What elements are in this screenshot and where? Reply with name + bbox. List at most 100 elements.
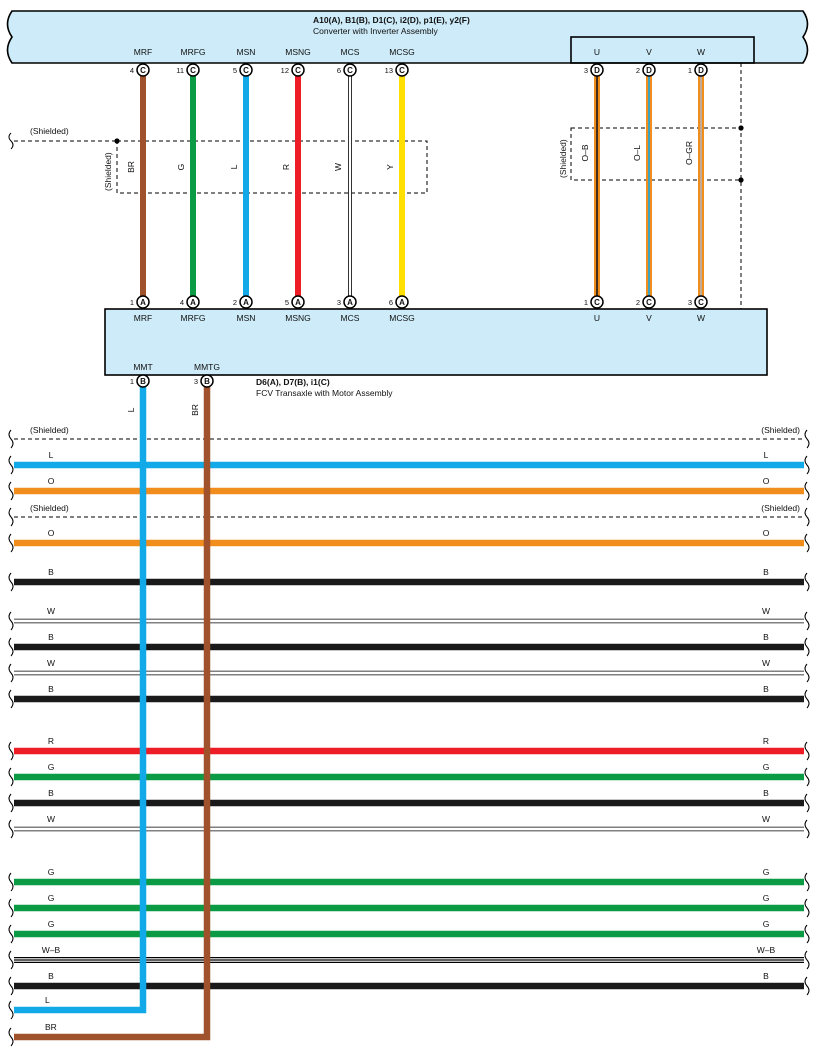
end-wire-label: L <box>45 995 50 1005</box>
bus-left-label: B <box>48 567 54 577</box>
bus-left-label: L <box>49 450 54 460</box>
top-terminal-label: MCS <box>341 47 360 57</box>
bus-left-label: W <box>47 658 55 668</box>
top-pin-circle <box>343 63 357 77</box>
bus-right-label: G <box>763 867 770 877</box>
right-break-icon <box>804 872 810 892</box>
bottom-pin-number: 5 <box>285 298 289 307</box>
upper-shield: (Shielded) (Shielded) <box>8 126 428 194</box>
transaxle-subtitle: FCV Transaxle with Motor Assembly <box>256 388 393 398</box>
left-break-icon <box>8 455 14 475</box>
upper-shield-box-label: (Shielded) <box>103 152 113 191</box>
wire-color-code: BR <box>126 161 136 173</box>
phase-shield-junction-top <box>738 125 744 131</box>
top-terminal-label: W <box>697 47 705 57</box>
converter-assembly: A10(A), B1(B), D1(C), i2(D), p1(E), y2(F… <box>6 10 809 64</box>
transaxle-title: D6(A), D7(B), i1(C) <box>256 377 330 387</box>
left-break-icon <box>8 533 14 553</box>
bus-left-label: B <box>48 684 54 694</box>
bus-line-18: W–B W–B <box>8 945 810 970</box>
top-pin-number: 13 <box>385 66 393 75</box>
bottom-pin-number: 2 <box>636 298 640 307</box>
right-break-icon <box>804 950 810 970</box>
left-break-icon <box>8 1000 14 1020</box>
bottom-pin-number: 1 <box>584 298 588 307</box>
right-break-icon <box>804 507 810 527</box>
left-break-icon <box>8 1027 14 1047</box>
top-pin-circle <box>291 63 305 77</box>
left-break-icon <box>8 637 14 657</box>
bus-left-label: G <box>48 867 55 877</box>
bottom-pin-number: 3 <box>337 298 341 307</box>
bottom-terminal-label: V <box>646 313 652 323</box>
left-break-icon <box>8 950 14 970</box>
left-break-icon <box>8 872 14 892</box>
bottom-pin-circle <box>136 295 150 309</box>
right-break-icon <box>804 429 810 449</box>
output-pin-number: 3 <box>194 377 198 386</box>
bus-left-label: W–B <box>42 945 61 955</box>
left-break-icon <box>8 481 14 501</box>
right-break-icon <box>804 572 810 592</box>
upper-shield-label: (Shielded) <box>30 126 69 136</box>
top-pin-number: 6 <box>337 66 341 75</box>
left-break-icon <box>8 507 14 527</box>
bus-right-label: W–B <box>757 945 776 955</box>
top-terminal-label: V <box>646 47 652 57</box>
left-break-icon <box>8 429 14 449</box>
bus-right-label: B <box>763 971 769 981</box>
top-pin-number: 12 <box>281 66 289 75</box>
top-terminal-label: U <box>594 47 600 57</box>
bus-left-label: G <box>48 893 55 903</box>
wire-color-code: W <box>333 163 343 171</box>
end-wire-label: BR <box>45 1022 57 1032</box>
phase-shield-junction-bottom <box>738 177 744 183</box>
right-break-icon <box>804 663 810 683</box>
bottom-pin-connector: A <box>347 298 353 307</box>
bus-left-label: O <box>48 476 55 486</box>
bottom-pin-circle <box>343 295 357 309</box>
right-break-icon <box>804 481 810 501</box>
bus-left-label: W <box>47 814 55 824</box>
bottom-pin-circle <box>642 295 656 309</box>
left-break-icon <box>8 819 14 839</box>
wire-color-code: O–B <box>580 144 590 161</box>
left-break-icon <box>8 611 14 631</box>
top-pin-connector: C <box>140 66 146 75</box>
bus-left-label: G <box>48 762 55 772</box>
bottom-pin-circle <box>590 295 604 309</box>
bus-left-label: W <box>47 606 55 616</box>
right-break-icon <box>804 767 810 787</box>
bottom-pin-connector: A <box>190 298 196 307</box>
right-break-icon <box>804 924 810 944</box>
bottom-pin-circle <box>395 295 409 309</box>
converter-subtitle: Converter with Inverter Assembly <box>313 26 438 36</box>
bottom-pin-connector: C <box>698 298 704 307</box>
right-break-icon <box>804 611 810 631</box>
output-wire-color-code: L <box>126 407 136 412</box>
top-pin-connector: C <box>347 66 353 75</box>
bus-line-1: (Shielded)(Shielded) <box>8 425 810 449</box>
bus-right-label: G <box>763 893 770 903</box>
shield-left-label: (Shielded) <box>30 503 69 513</box>
phase-shield-label: (Shielded) <box>558 139 568 178</box>
wire-color-code: L <box>229 164 239 169</box>
wire-color-code: Y <box>385 164 395 170</box>
bottom-terminal-label: U <box>594 313 600 323</box>
top-pin-number: 2 <box>636 66 640 75</box>
top-pin-connector: D <box>646 66 652 75</box>
bottom-pin-connector: A <box>399 298 405 307</box>
bus-left-label: R <box>48 736 54 746</box>
shield-right-label: (Shielded) <box>761 425 800 435</box>
top-terminal-label: MSNG <box>285 47 311 57</box>
